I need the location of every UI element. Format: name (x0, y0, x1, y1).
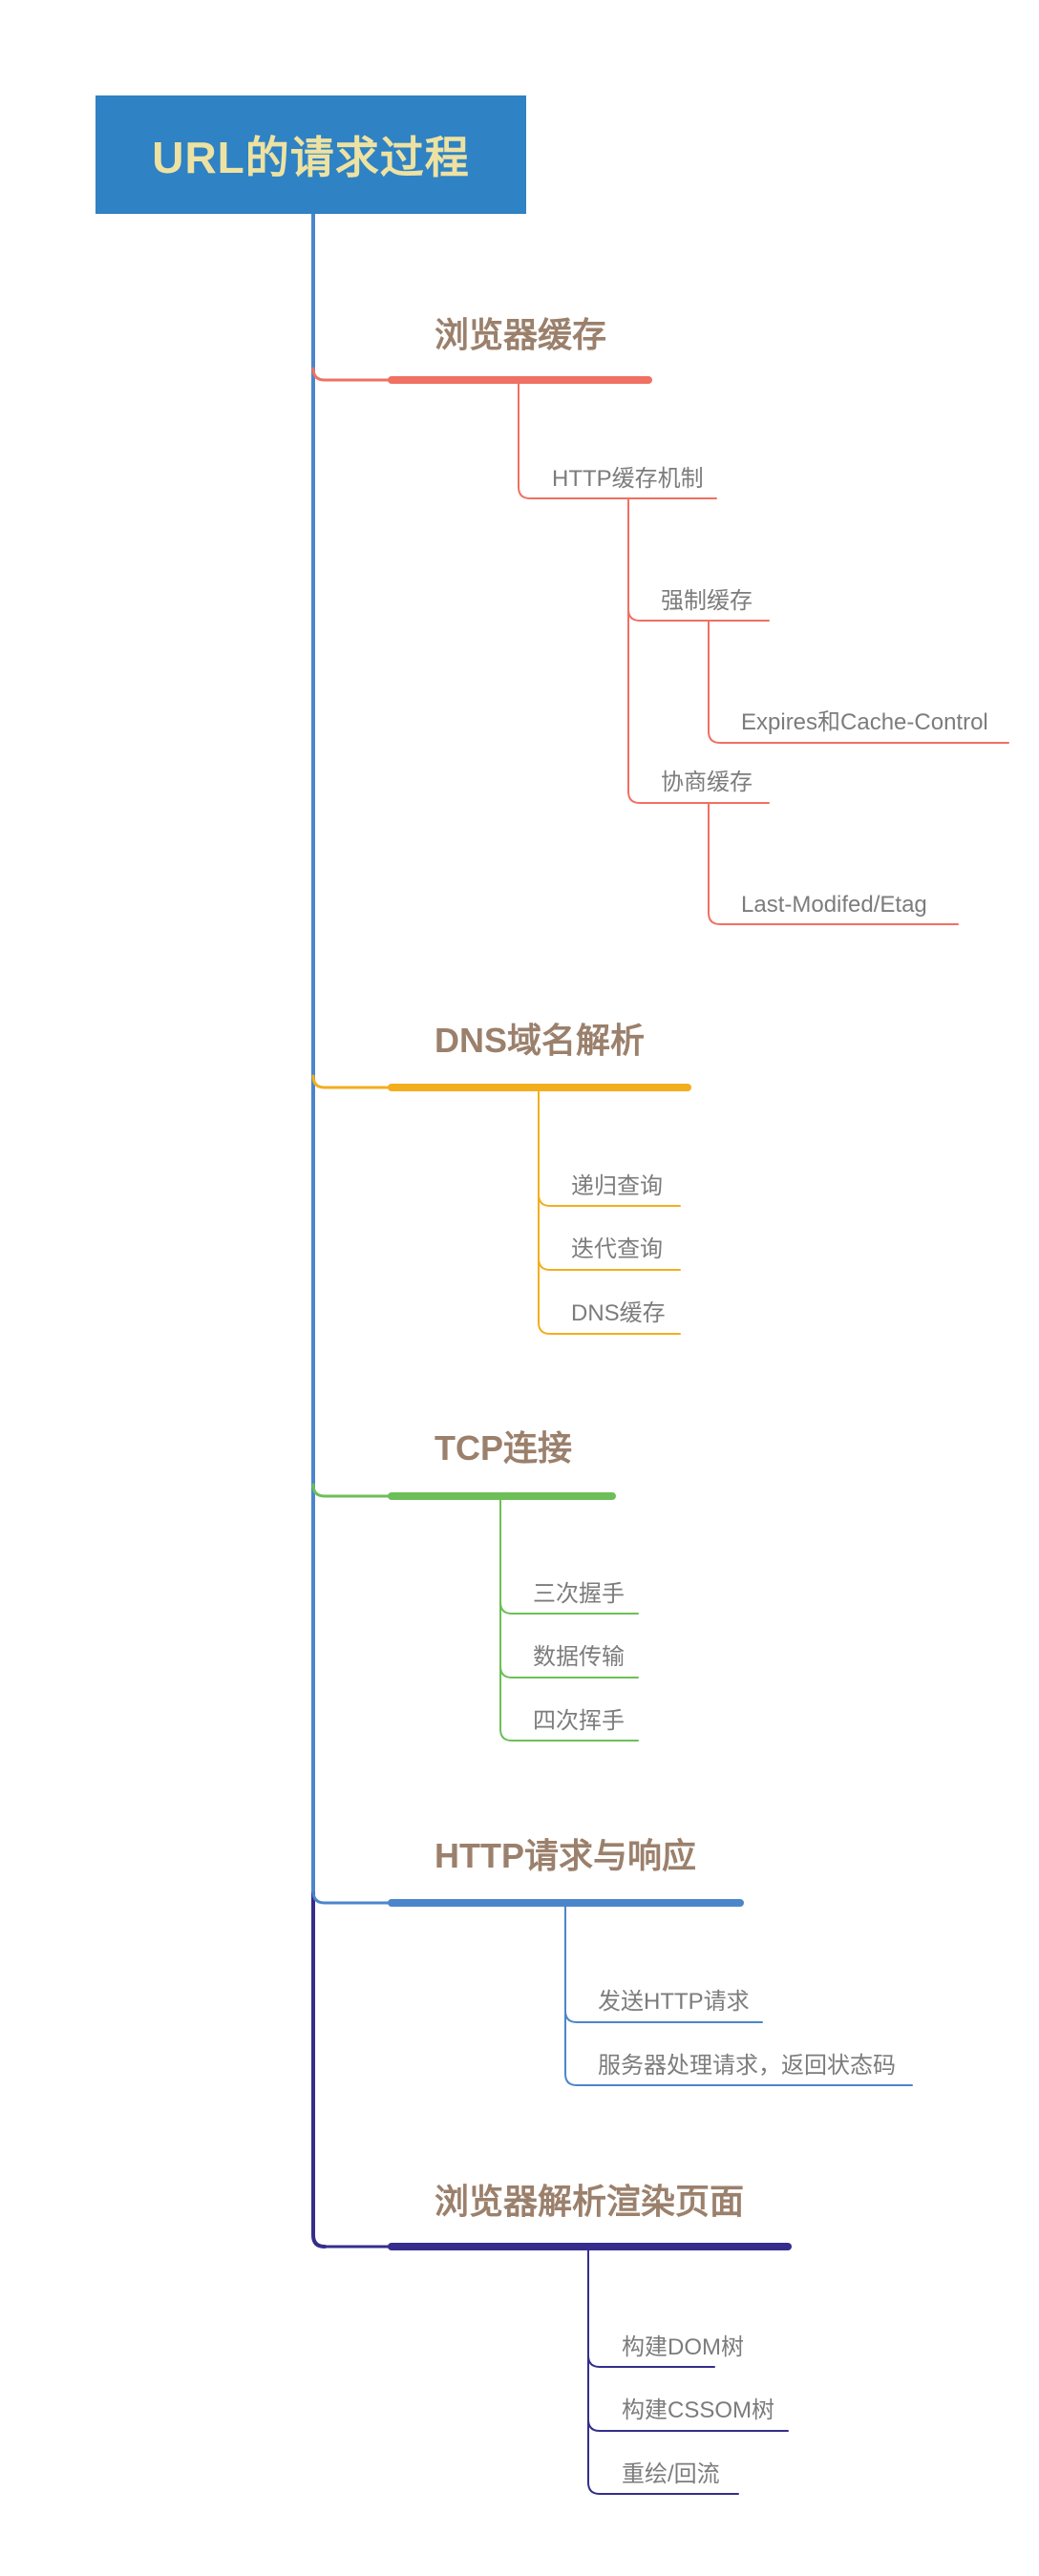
trunk-line-lower (311, 1891, 327, 2249)
root-title: URL的请求过程 (152, 133, 470, 182)
dns-child-connector (538, 1087, 681, 1335)
cache-level1-connector (518, 379, 717, 499)
node-data-transfer[interactable]: 数据传输 (533, 1644, 625, 1670)
root-node[interactable]: URL的请求过程 (95, 95, 526, 214)
cache-level3-connector (708, 620, 1009, 744)
branch-connector (311, 1483, 393, 1498)
node-send-http-request[interactable]: 发送HTTP请求 (598, 1989, 750, 2015)
node-build-cssom-tree[interactable]: 构建CSSOM树 (622, 2397, 775, 2423)
node-repaint-reflow[interactable]: 重绘/回流 (622, 2461, 720, 2487)
node-build-dom-tree[interactable]: 构建DOM树 (622, 2334, 744, 2360)
node-dns-cache[interactable]: DNS缓存 (571, 1300, 666, 1326)
node-last-modified-etag[interactable]: Last-Modifed/Etag (741, 892, 927, 918)
branch-connector (311, 1890, 393, 1905)
branch-connector (311, 367, 393, 382)
node-http-cache-mechanism[interactable]: HTTP缓存机制 (552, 466, 704, 492)
node-four-way-wave[interactable]: 四次挥手 (533, 1708, 625, 1734)
http-child-connector (564, 1902, 913, 2086)
node-iterative-query[interactable]: 迭代查询 (571, 1236, 663, 1262)
branch-browser-cache[interactable]: 浏览器缓存 (435, 315, 607, 354)
render-child-connector (587, 2246, 739, 2495)
node-negotiated-cache[interactable]: 协商缓存 (661, 770, 753, 795)
branch-dns-resolution[interactable]: DNS域名解析 (435, 1021, 646, 1060)
node-expires-cache-control[interactable]: Expires和Cache-Control (741, 709, 988, 735)
cache-level2-connector (627, 497, 770, 804)
node-server-process-request[interactable]: 服务器处理请求，返回状态码 (598, 2053, 896, 2079)
node-three-way-handshake[interactable]: 三次握手 (533, 1581, 625, 1607)
node-recursive-query[interactable]: 递归查询 (571, 1173, 663, 1199)
branch-http-request-response[interactable]: HTTP请求与响应 (435, 1836, 696, 1875)
branch-browser-render[interactable]: 浏览器解析渲染页面 (435, 2182, 745, 2221)
branch-tcp-connection[interactable]: TCP连接 (435, 1428, 573, 1467)
cache-level3-connector (708, 802, 959, 925)
node-strong-cache[interactable]: 强制缓存 (661, 588, 753, 614)
tcp-child-connector (499, 1495, 639, 1742)
branch-connector (311, 1074, 393, 1089)
